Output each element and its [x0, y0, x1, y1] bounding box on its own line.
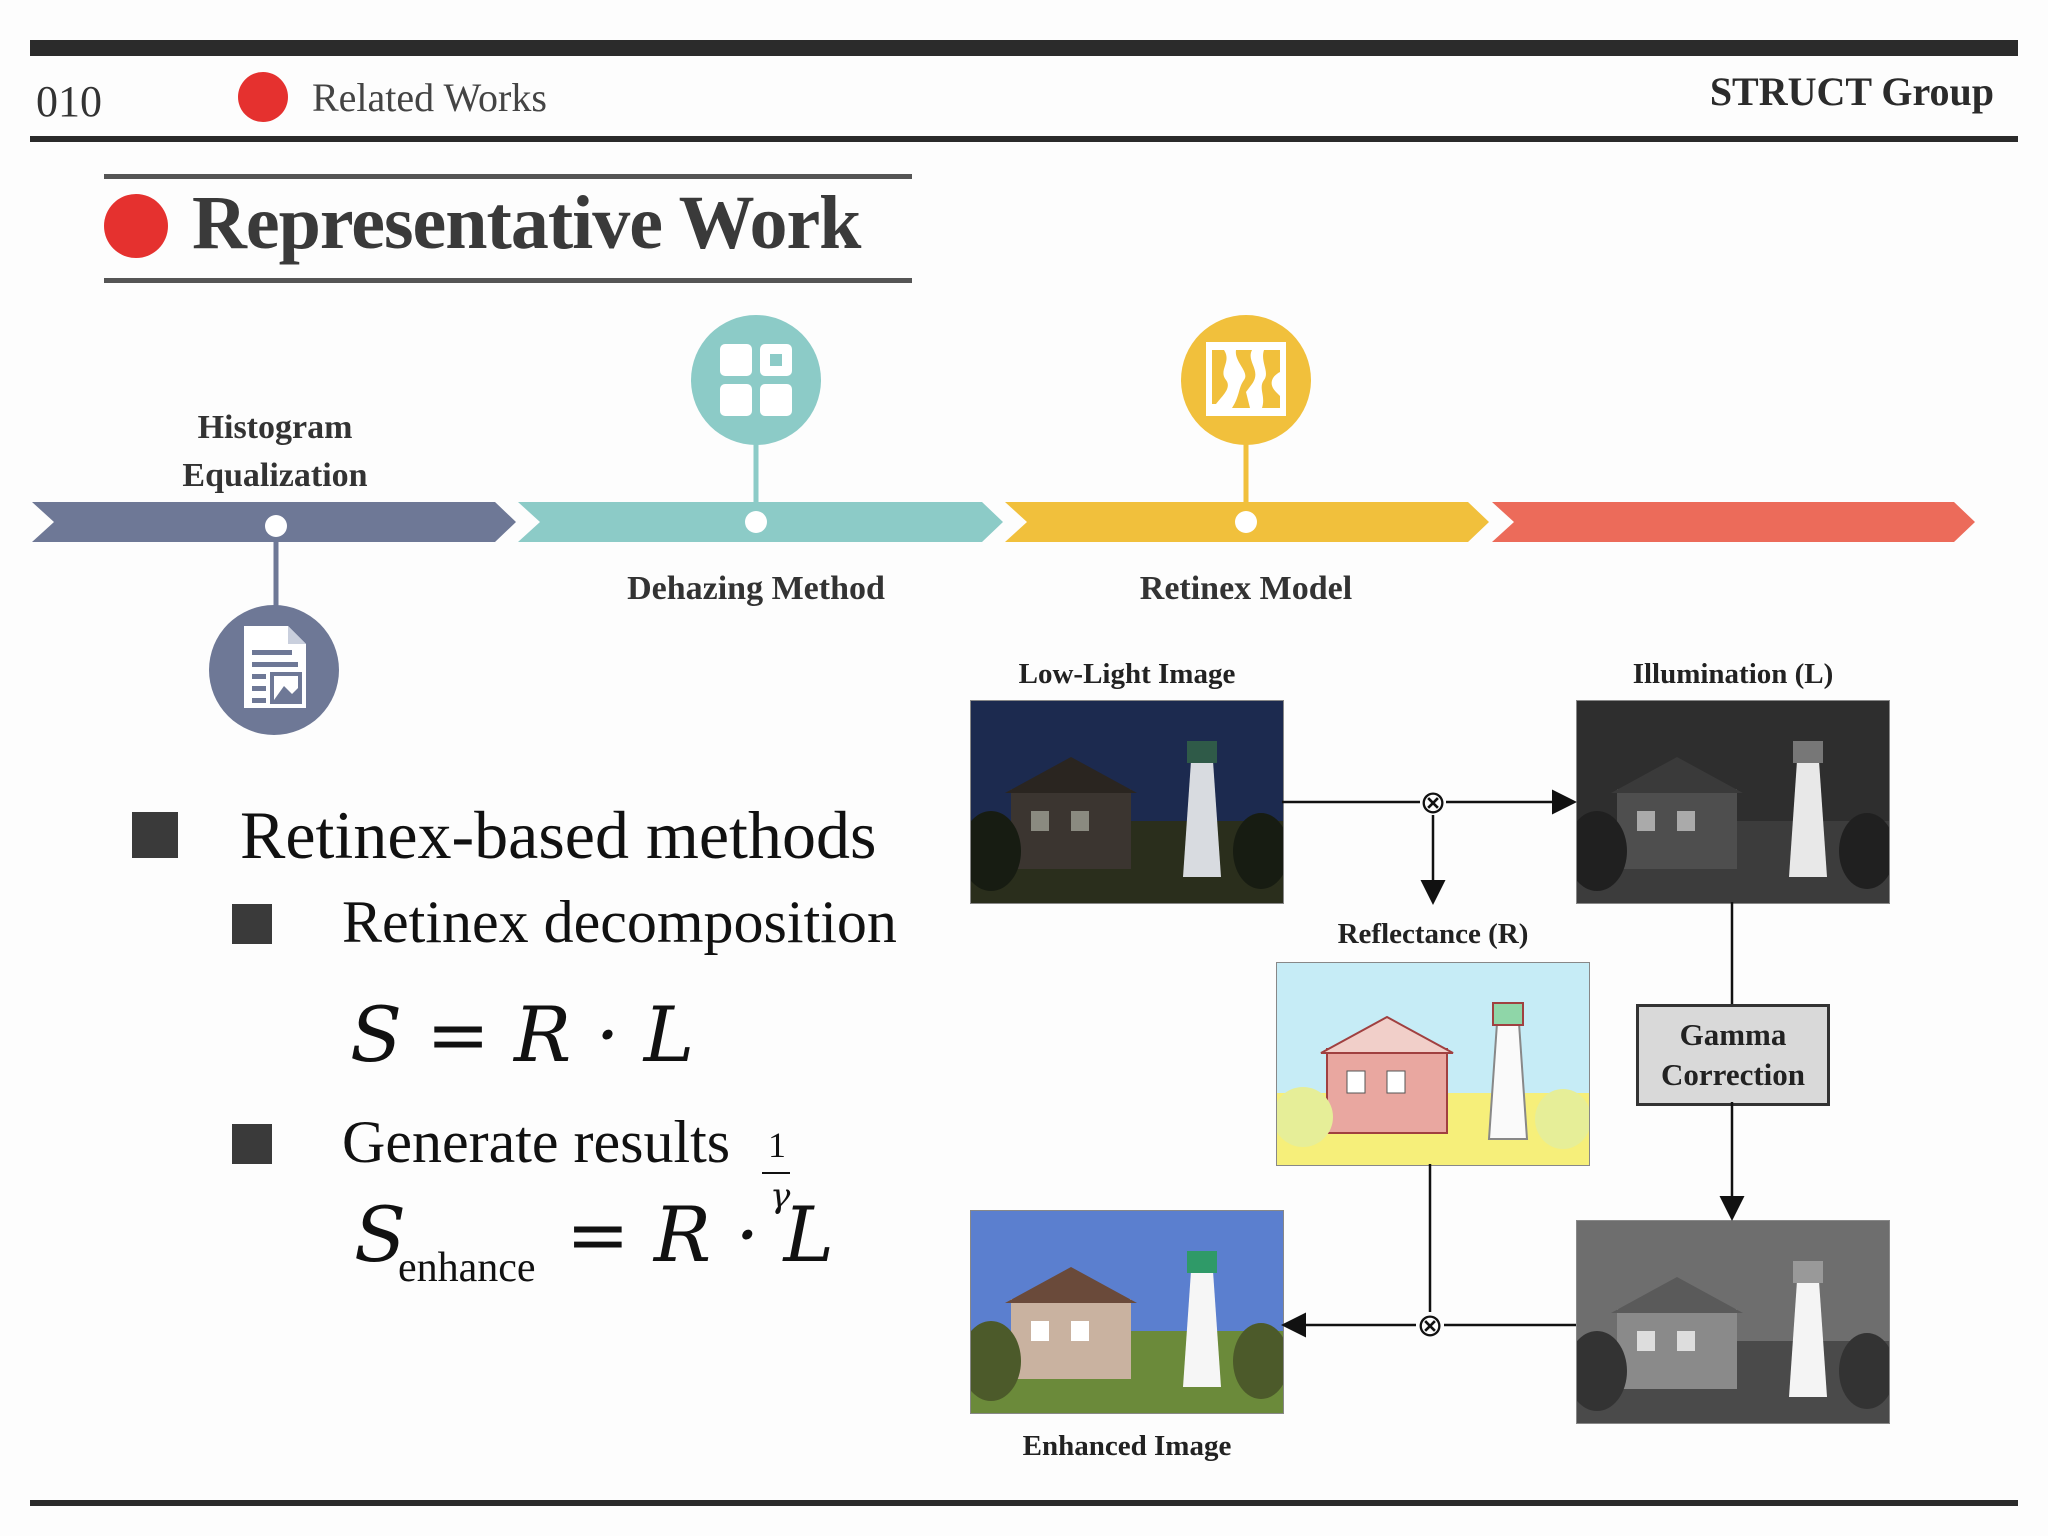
eq-lhs: S	[354, 1190, 407, 1279]
timeline	[32, 315, 1975, 735]
bullet-square-sub1	[232, 904, 272, 944]
eq-rhs: = R · L	[566, 1190, 835, 1279]
section-dot-icon	[238, 72, 288, 122]
gamma-corrected-image	[1576, 1220, 1890, 1424]
document-image-icon	[209, 605, 339, 735]
group-name: STRUCT Group	[1709, 69, 1994, 114]
bullet-sub1: Retinex decomposition	[342, 889, 897, 955]
page-title: Representative Work	[192, 181, 861, 265]
label-low-light: Low-Light Image	[1018, 658, 1236, 690]
gamma-label-line2: Correction	[1660, 1057, 1806, 1092]
multiply-operator-top: ⊗	[1419, 783, 1447, 821]
low-light-image	[970, 700, 1284, 904]
grid-blocks-icon	[691, 315, 821, 445]
eq-exp-den: γ	[770, 1176, 791, 1216]
label-reflectance: Reflectance (R)	[1337, 918, 1529, 950]
section-title: Related Works	[312, 75, 547, 120]
bullet-square-main	[132, 812, 178, 858]
reflectance-image	[1276, 962, 1590, 1166]
bullet-square-sub2	[232, 1124, 272, 1164]
top-bar	[30, 40, 2018, 56]
title-rule-top	[104, 174, 912, 179]
illumination-image	[1576, 700, 1890, 904]
label-illumination: Illumination (L)	[1632, 658, 1834, 690]
bullet-main: Retinex-based methods	[240, 797, 877, 873]
timeline-label-dehazing: Dehazing Method	[627, 570, 885, 607]
header-divider	[30, 136, 2018, 142]
cracked-map-icon	[1181, 315, 1311, 445]
equation-enhance: S enhance = R · L 1 γ	[354, 1125, 834, 1310]
gamma-correction-box: Gamma Correction	[1636, 1004, 1830, 1106]
title-rule-bottom	[104, 278, 912, 283]
page-number: 010	[36, 77, 102, 126]
timeline-segment-4	[1492, 502, 1975, 542]
bullet-sub2: Generate results	[342, 1109, 731, 1175]
eq-exp-num: 1	[768, 1125, 786, 1165]
equation-decomposition: S = R · L	[350, 990, 695, 1079]
gamma-label-line1: Gamma	[1679, 1017, 1787, 1052]
label-enhanced: Enhanced Image	[1022, 1430, 1232, 1462]
enhanced-image	[970, 1210, 1284, 1414]
eq-exp-bar	[762, 1172, 790, 1174]
timeline-label-retinex: Retinex Model	[1139, 570, 1353, 607]
multiply-operator-bottom: ⊗	[1416, 1306, 1444, 1344]
title-dot-icon	[104, 194, 168, 258]
footer-rule	[30, 1500, 2018, 1506]
eq-subscript: enhance	[398, 1245, 536, 1291]
